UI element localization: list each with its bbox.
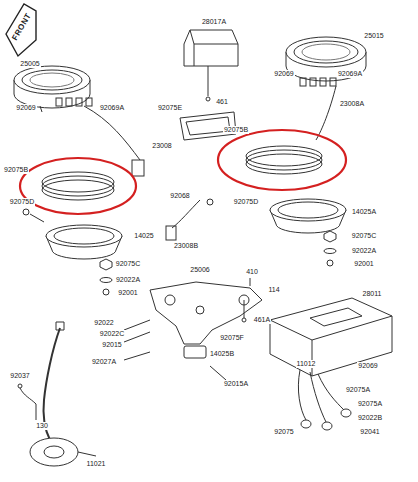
highlight-circle xyxy=(20,158,136,214)
callout-number: 92075F xyxy=(219,334,245,342)
gauge-cup-right xyxy=(207,199,346,266)
callout-number: 92075C xyxy=(115,260,142,268)
callout-number: 92027A xyxy=(91,358,117,366)
callout-number: 92075E xyxy=(157,104,183,112)
speedometer-cable xyxy=(18,322,96,466)
front-tag xyxy=(6,4,36,56)
gauge-ring-left xyxy=(42,172,114,200)
speedometer xyxy=(14,66,144,176)
callout-number: 28011 xyxy=(362,290,383,298)
callout-number: 130 xyxy=(35,422,49,430)
callout-number: 25015 xyxy=(363,32,384,40)
callout-number: 92001 xyxy=(353,260,374,268)
callout-number: 14025B xyxy=(209,350,235,358)
callout-number: 410 xyxy=(245,268,259,276)
callout-number: 14025A xyxy=(351,208,377,216)
callout-number: 92001 xyxy=(117,289,138,297)
callout-number: 92015 xyxy=(101,341,122,349)
callout-number: 23008A xyxy=(339,100,365,108)
callout-number: 92075A xyxy=(345,386,371,394)
callout-number: 11021 xyxy=(86,460,107,468)
callout-number: 92022C xyxy=(99,330,126,338)
callout-number: 114 xyxy=(267,286,280,294)
callout-number: 23008B xyxy=(173,242,199,250)
callout-number: 92041 xyxy=(359,428,380,436)
callout-number: 461A xyxy=(253,316,271,324)
callout-number: 92075B xyxy=(223,126,249,134)
gauge-cup-left xyxy=(23,209,122,295)
callout-number: 14025 xyxy=(133,232,154,240)
highlight-circle xyxy=(218,130,346,190)
indicator-lamp-box xyxy=(270,298,392,430)
callout-number: 28017A xyxy=(201,18,227,26)
callout-number: 92022 xyxy=(93,319,114,327)
tachometer xyxy=(166,37,366,240)
callout-number: 92068 xyxy=(169,192,190,200)
callout-number: 92069A xyxy=(337,70,363,78)
callout-number: 92075D xyxy=(9,198,36,206)
indicator-cover xyxy=(180,30,238,140)
callout-number: 92037 xyxy=(9,372,30,380)
callout-number: 92015A xyxy=(223,380,249,388)
callout-number: 23008 xyxy=(151,142,172,150)
callout-number: 92022B xyxy=(357,414,383,422)
callout-number: 92075D xyxy=(233,198,260,206)
callout-number: 92075C xyxy=(351,232,378,240)
direction-tag: FRONT xyxy=(11,11,34,43)
callout-number: 461 xyxy=(215,98,229,106)
callout-number: 25005 xyxy=(19,60,40,68)
callout-number: 92069A xyxy=(99,104,125,112)
meter-bracket xyxy=(124,278,262,380)
callout-number: 25006 xyxy=(189,266,210,274)
gauge-ring-right xyxy=(246,146,322,174)
callout-number: 92022A xyxy=(115,276,141,284)
callout-number: 92075B xyxy=(3,166,29,174)
callout-number: 92069 xyxy=(273,70,294,78)
callout-number: 92022A xyxy=(351,247,377,255)
callout-number: 92069 xyxy=(357,362,378,370)
callout-number: 11012 xyxy=(296,360,317,368)
callout-number: 92069 xyxy=(15,104,36,112)
callout-number: 92075 xyxy=(273,428,294,436)
callout-number: 92075A xyxy=(357,400,383,408)
